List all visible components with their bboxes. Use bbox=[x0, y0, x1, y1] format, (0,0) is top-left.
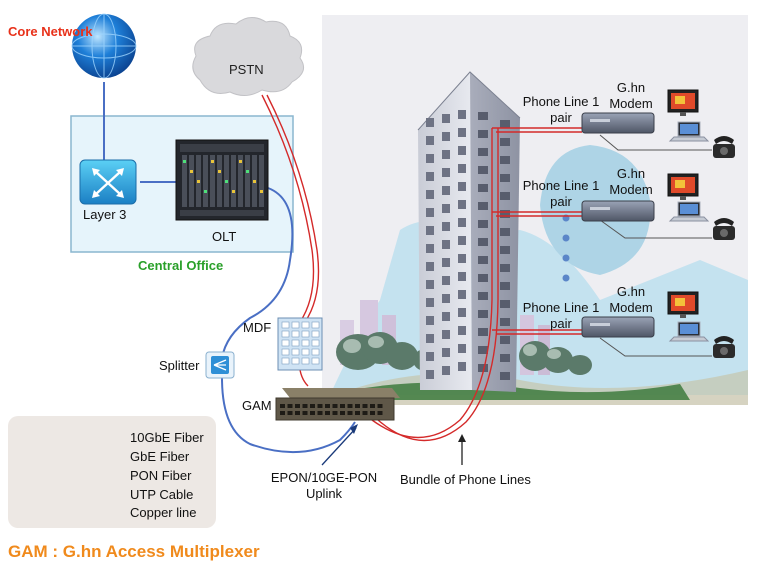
modem-label-3: G.hn Modem bbox=[609, 284, 653, 315]
phone-line-label-3: Phone Line 1 pair bbox=[522, 300, 600, 331]
legend-label-gbe-fiber: GbE Fiber bbox=[130, 449, 190, 464]
gam-label: GAM bbox=[242, 398, 272, 413]
subscriber-group-3 bbox=[581, 291, 735, 358]
connection-lines bbox=[103, 82, 712, 466]
gam-device-icon bbox=[275, 388, 400, 421]
subscriber-group-2 bbox=[581, 173, 735, 240]
legend-label-copper-line: Copper line bbox=[130, 505, 197, 520]
legend-label-10gbe-fiber: 10GbE Fiber bbox=[130, 430, 204, 445]
modem-label-1: G.hn Modem bbox=[609, 80, 653, 111]
mdf-panel-icon bbox=[277, 317, 323, 371]
laptop-icon bbox=[668, 121, 710, 142]
laptop-icon bbox=[668, 201, 710, 222]
uplink-label: EPON/10GE-PON Uplink bbox=[270, 470, 378, 501]
bundle-label: Bundle of Phone Lines bbox=[400, 472, 531, 487]
modem-icon bbox=[581, 200, 655, 222]
telephone-icon bbox=[713, 136, 735, 158]
modem-icon bbox=[581, 316, 655, 338]
olt-label: OLT bbox=[212, 229, 237, 244]
telephone-icon bbox=[713, 336, 735, 358]
cloud-icon bbox=[192, 17, 305, 96]
modem-label-2: G.hn Modem bbox=[609, 166, 653, 197]
laptop-icon bbox=[668, 321, 710, 342]
olt-chassis-icon bbox=[175, 139, 269, 221]
router-icon bbox=[79, 159, 137, 205]
globe-icon bbox=[71, 13, 137, 79]
legend-label-utp-cable: UTP Cable bbox=[130, 487, 194, 502]
footer-title: GAM : G.hn Access Multiplexer bbox=[8, 542, 260, 561]
pstn-label: PSTN bbox=[229, 62, 264, 77]
arrowheads bbox=[350, 424, 466, 442]
layer3-label: Layer 3 bbox=[83, 207, 127, 222]
building-icon bbox=[417, 71, 521, 392]
splitter-label: Splitter bbox=[159, 358, 200, 373]
modem-icon bbox=[581, 112, 655, 134]
splitter-icon bbox=[205, 351, 235, 379]
monitor-icon bbox=[667, 291, 699, 318]
mdf-label: MDF bbox=[243, 320, 272, 335]
monitor-icon bbox=[667, 173, 699, 200]
phone-line-label-1: Phone Line 1 pair bbox=[522, 94, 600, 125]
telephone-icon bbox=[713, 218, 735, 240]
legend bbox=[8, 416, 216, 528]
phone-line-label-2: Phone Line 1 pair bbox=[522, 178, 600, 209]
monitor-icon bbox=[667, 89, 699, 116]
central-office-label: Central Office bbox=[138, 258, 224, 273]
subscriber-group-1 bbox=[581, 89, 735, 158]
core-network-label: Core Network bbox=[8, 24, 93, 39]
legend-label-pon-fiber: PON Fiber bbox=[130, 468, 192, 483]
